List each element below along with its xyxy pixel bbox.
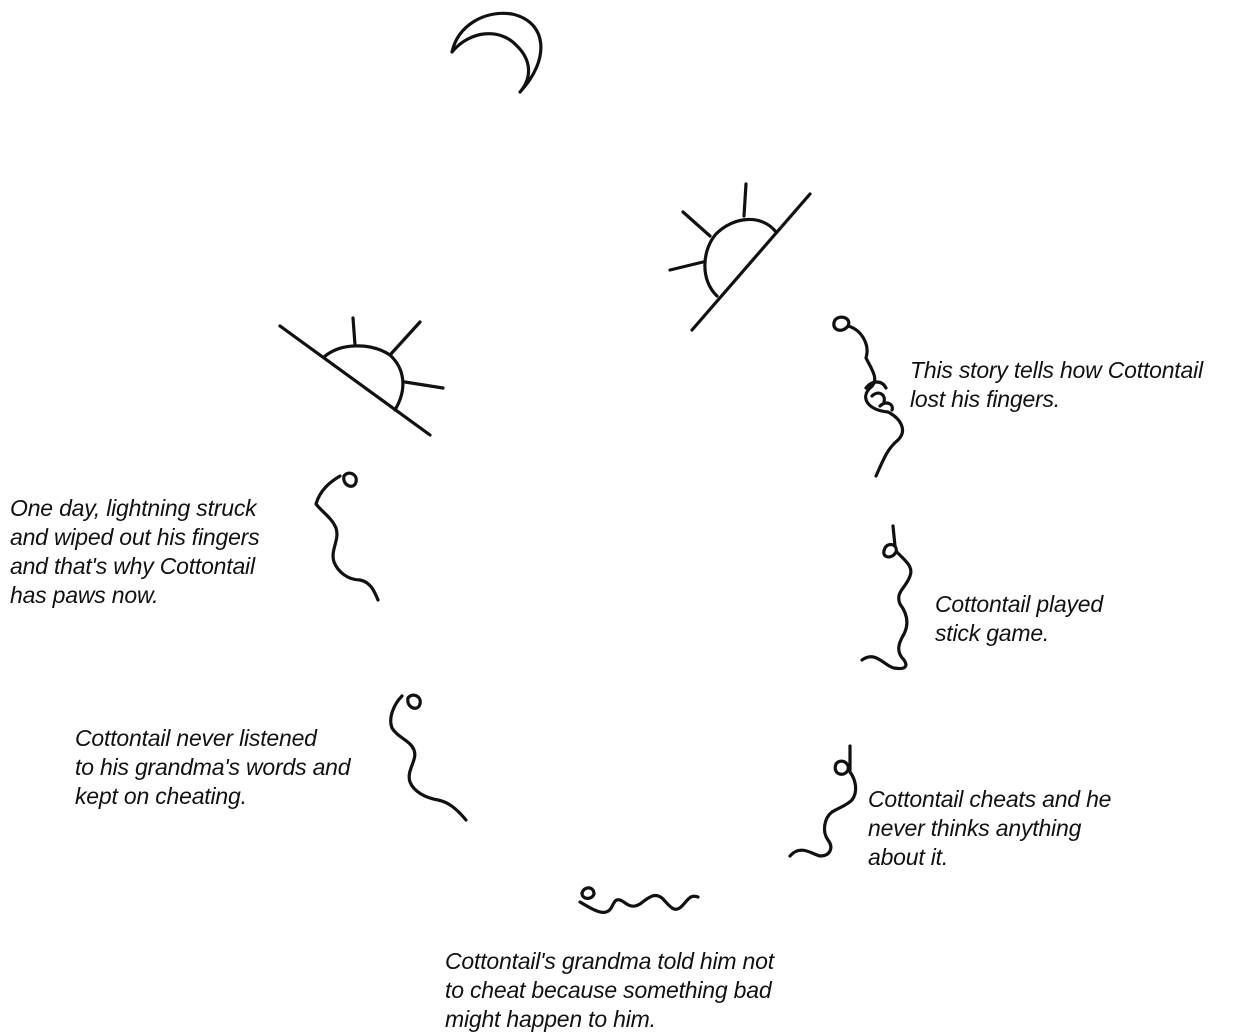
caption-story-intro: This story tells how Cottontail lost his… [910, 356, 1203, 414]
caption-line: stick game. [935, 620, 1050, 646]
caption-line: This story tells how Cottontail [910, 357, 1203, 383]
caption-line: to his grandma's words and [75, 754, 351, 780]
caption-line: and that's why Cottontail [10, 553, 255, 579]
rising-sun-icon [668, 182, 812, 332]
caption-line: and wiped out his fingers [10, 524, 260, 550]
figure-icon [788, 744, 858, 858]
caption-line: might happen to him. [445, 1006, 656, 1032]
caption-stick-game: Cottontail played stick game. [935, 590, 1103, 648]
caption-line: One day, lightning struck [10, 495, 257, 521]
caption-never-listened: Cottontail never listened to his grandma… [75, 724, 351, 811]
caption-cheats: Cottontail cheats and he never thinks an… [868, 785, 1111, 872]
caption-line: to cheat because something bad [445, 977, 772, 1003]
caption-line: has paws now. [10, 582, 159, 608]
figure-icon [314, 471, 380, 602]
caption-line: Cottontail played [935, 591, 1103, 617]
caption-line: Cottontail's grandma told him not [445, 948, 774, 974]
figure-icon [578, 886, 700, 914]
caption-line: never thinks anything [868, 815, 1082, 841]
caption-line: about it. [868, 844, 949, 870]
caption-line: Cottontail cheats and he [868, 786, 1112, 812]
caption-line: Cottontail never listened [75, 725, 317, 751]
caption-line: kept on cheating. [75, 783, 247, 809]
caption-lightning: One day, lightning struck and wiped out … [10, 494, 260, 610]
figure-icon [860, 524, 913, 671]
figure-icon [389, 693, 468, 822]
moon-icon [450, 11, 543, 94]
caption-line: lost his fingers. [910, 386, 1060, 412]
figure-icon [832, 315, 904, 478]
setting-sun-icon [278, 316, 445, 437]
caption-grandma-warning: Cottontail's grandma told him not to che… [445, 947, 774, 1032]
